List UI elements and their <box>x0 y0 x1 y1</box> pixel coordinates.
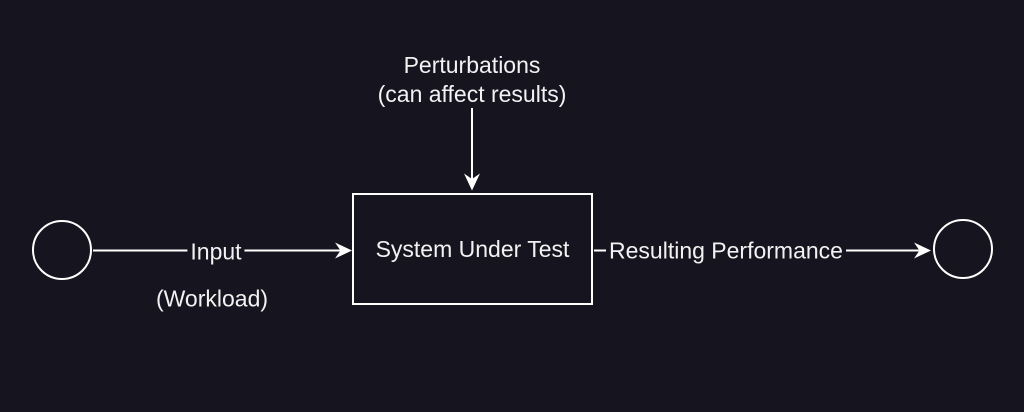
start-node-circle <box>32 220 92 280</box>
perturbations-edge-label: Perturbations (can affect results) <box>378 51 567 109</box>
output-edge-label: Resulting Performance <box>606 236 846 266</box>
perturbations-arrow <box>464 108 480 191</box>
perturbations-label-line1: Perturbations <box>403 52 541 78</box>
input-edge-sublabel: (Workload) <box>155 285 269 312</box>
system-under-test-box: System Under Test <box>352 193 593 305</box>
system-under-test-label: System Under Test <box>375 235 570 262</box>
input-edge-label: Input <box>187 237 245 267</box>
perturbations-label-line2: (can affect results) <box>377 81 567 107</box>
end-node-circle <box>933 219 993 279</box>
